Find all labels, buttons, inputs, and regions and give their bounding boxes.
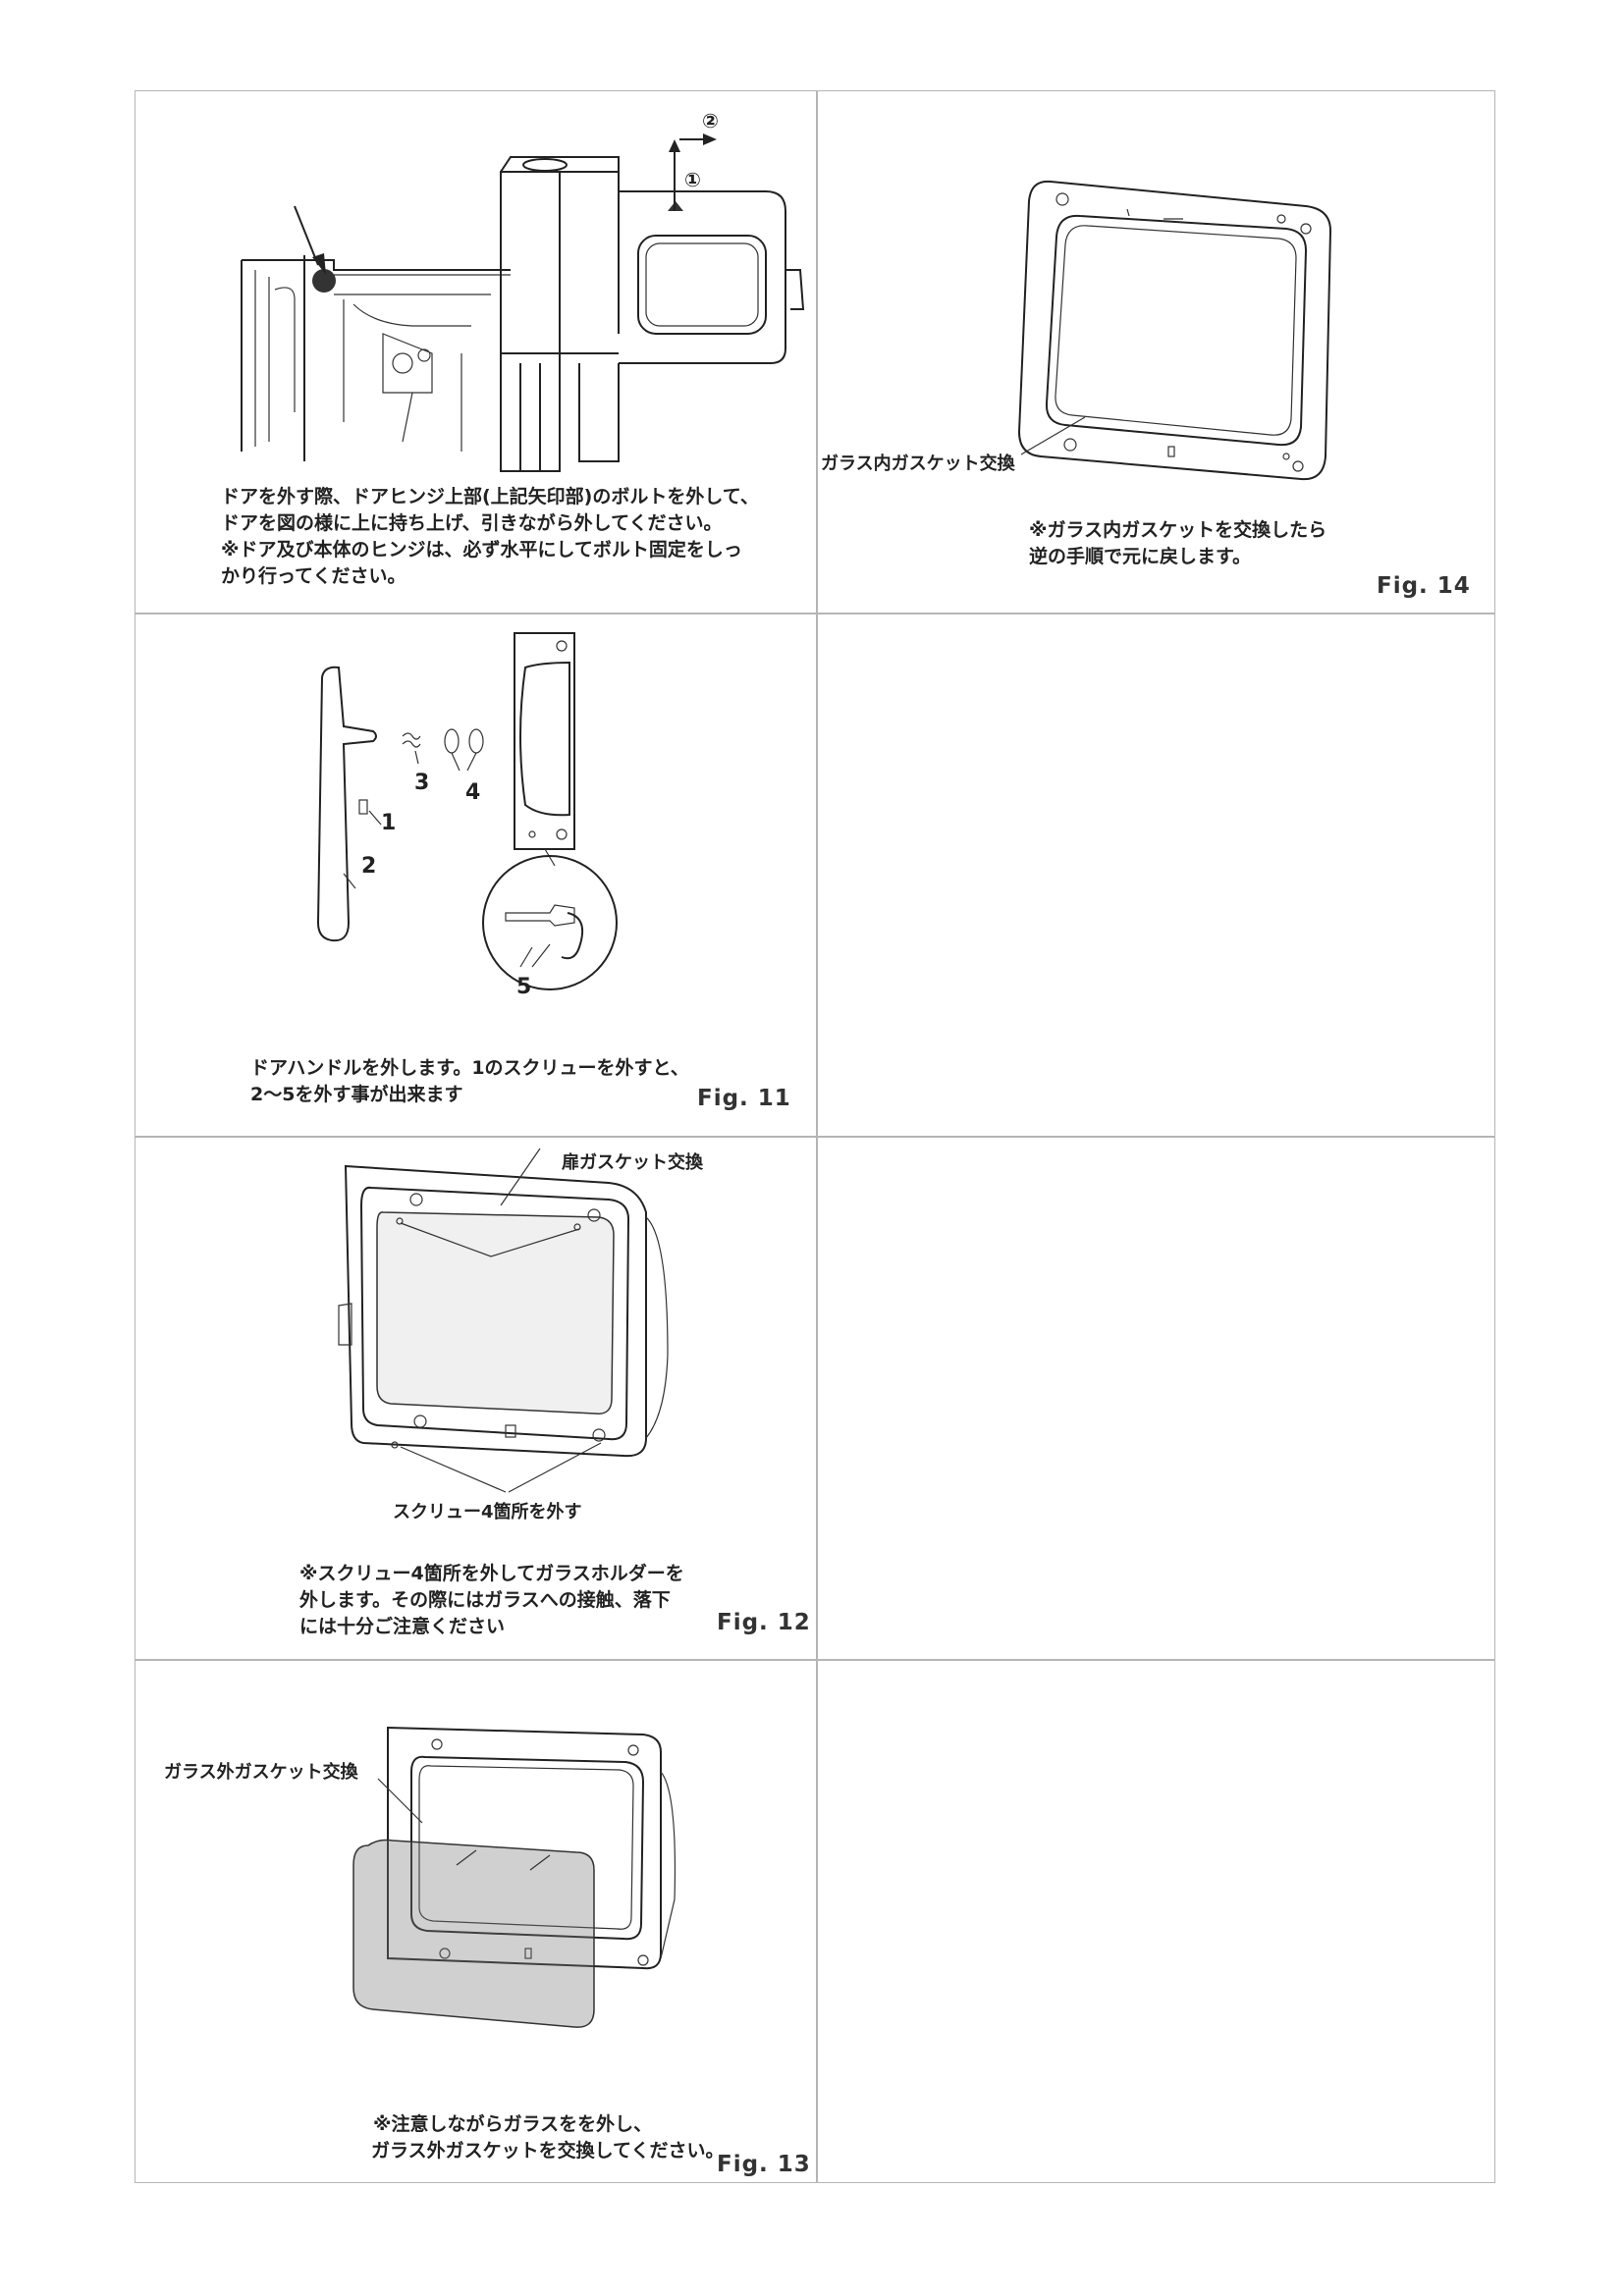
instruction-line: ドアハンドルを外します。1のスクリューを外すと、 [250, 1057, 689, 1079]
figure-number: Fig. 14 [1377, 573, 1471, 599]
inner-gasket-illustration [1017, 180, 1332, 481]
outer-gasket-illustration [352, 1726, 677, 2028]
instruction-line: かり行ってください。 [221, 565, 406, 587]
instruction-line: ガラス外ガスケットを交換してください。 [371, 2140, 725, 2162]
inner-gasket-label: ガラス内ガスケット交換 [821, 454, 1015, 474]
instruction-line: ※注意しながらガラスをを外し、 [373, 2113, 653, 2135]
figure-number: Fig. 12 [717, 1610, 811, 1635]
leader-line [1020, 416, 1086, 455]
instruction-line: 外します。その際にはガラスへの接触、落下 [299, 1589, 671, 1611]
instruction-line: 逆の手順で元に戻します。 [1029, 546, 1252, 567]
leader-line [377, 1778, 423, 1824]
part-number-4: 4 [465, 780, 481, 805]
part-number-5: 5 [516, 975, 532, 999]
part-number-1: 1 [381, 811, 397, 835]
arrow-label-2: ② [702, 109, 719, 133]
instruction-line: ※ドア及び本体のヒンジは、必ず水平にしてボルト固定をしっ [221, 539, 742, 561]
figure-number: Fig. 11 [697, 1086, 791, 1111]
arrow-label-1: ① [684, 168, 701, 191]
instruction-grid [135, 90, 1495, 2183]
door-gasket-label: 扉ガスケット交換 [562, 1152, 703, 1173]
row-divider [135, 1659, 1494, 1661]
door-removal-illustration [241, 133, 805, 472]
instruction-line: には十分ご注意ください [299, 1616, 506, 1637]
row-divider [135, 1136, 1494, 1138]
instruction-line: ※ガラス内ガスケットを交換したら [1029, 519, 1327, 541]
screw-label: スクリュー4箇所を外す [393, 1502, 582, 1522]
outer-gasket-label: ガラス外ガスケット交換 [164, 1762, 358, 1783]
figure-number: Fig. 13 [717, 2152, 811, 2177]
glass-holder-illustration [338, 1148, 669, 1493]
row-divider [135, 613, 1494, 614]
instruction-line: 2～5を外す事が出来ます [250, 1084, 463, 1105]
instruction-line: ドアを外す際、ドアヒンジ上部(上記矢印部)のボルトを外して、 [221, 486, 759, 507]
part-number-2: 2 [361, 854, 377, 879]
instruction-line: ※スクリュー4箇所を外してガラスホルダーを [299, 1563, 684, 1584]
part-number-3: 3 [414, 771, 430, 795]
door-handle-illustration [316, 632, 618, 990]
instruction-line: ドアを図の様に上に持ち上げ、引きながら外してください。 [221, 512, 723, 534]
